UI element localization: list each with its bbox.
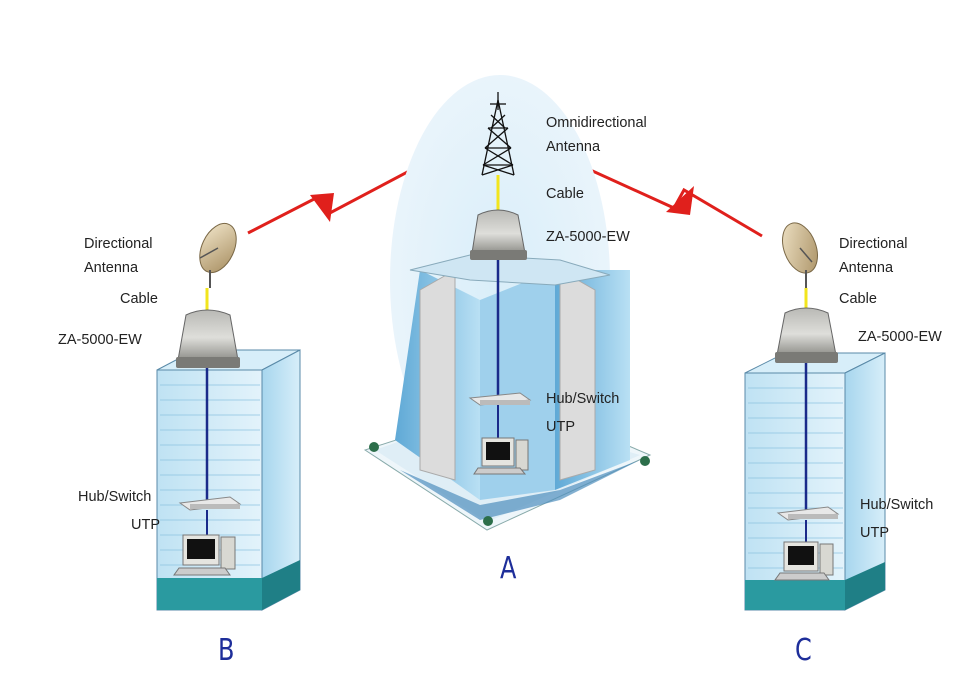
hub-switch-label-b: Hub/Switch — [78, 489, 152, 505]
directional-antenna-icon-c — [782, 222, 818, 288]
computer-icon-b — [173, 534, 236, 576]
cable-label-b: Cable — [120, 291, 158, 307]
device-label-c: ZA-5000-EW — [858, 329, 942, 345]
device-label-a: ZA-5000-EW — [546, 229, 630, 245]
directional-antenna-icon-b — [199, 222, 237, 288]
za-5000-ew-device-b — [176, 309, 240, 368]
hub-switch-label-c: Hub/Switch — [860, 497, 934, 513]
hub-switch-icon-c — [776, 506, 840, 521]
cable-label-a: Cable — [546, 186, 584, 202]
wireless-link-a-b — [247, 138, 469, 235]
za-5000-ew-device-a — [470, 209, 527, 260]
utp-label-c: UTP — [860, 525, 889, 541]
wireless-link-a-c — [541, 146, 763, 238]
site-label-a: A — [500, 551, 517, 586]
directional-label-b: Directional — [84, 236, 153, 252]
site-label-c: C — [795, 633, 812, 668]
utp-label-b: UTP — [131, 517, 160, 533]
omnidirectional-antenna-icon — [481, 92, 515, 176]
omnidirectional-label: Omnidirectional — [546, 115, 647, 131]
site-label-b: B — [218, 633, 235, 668]
directional-antenna-label-c: Antenna — [839, 260, 894, 276]
directional-label-c: Directional — [839, 236, 908, 252]
cable-label-c: Cable — [839, 291, 877, 307]
directional-antenna-label-b: Antenna — [84, 260, 139, 276]
hub-switch-icon-b — [178, 496, 242, 511]
omnidirectional-antenna-label: Antenna — [546, 139, 601, 155]
utp-label-a: UTP — [546, 419, 575, 435]
za-5000-ew-device-c — [775, 307, 838, 363]
computer-icon-a — [473, 437, 529, 475]
hub-switch-icon-a — [468, 392, 532, 406]
computer-icon-c — [774, 541, 834, 581]
hub-switch-label-a: Hub/Switch — [546, 391, 620, 407]
device-label-b: ZA-5000-EW — [58, 332, 142, 348]
